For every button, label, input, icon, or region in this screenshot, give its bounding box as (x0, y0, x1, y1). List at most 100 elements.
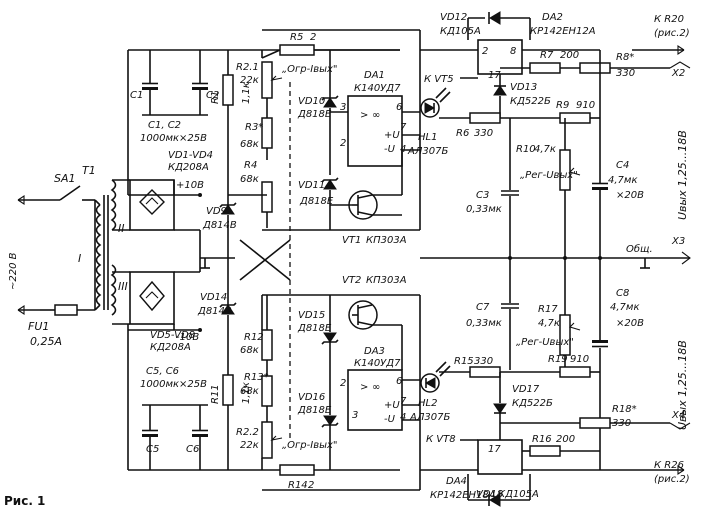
transformer-t1: T1 I II III (78, 164, 128, 316)
figure-caption: Рис. 1 (4, 494, 45, 508)
label-da2: DA2 (542, 12, 563, 23)
label-vd12: VD12 (440, 12, 467, 23)
label-reg-top: „Рег-Uвых" (520, 170, 578, 181)
label-r9-val: 910 (576, 100, 595, 111)
label-r22: R2.2 (236, 427, 259, 438)
label-r9: R9 (556, 100, 569, 111)
label-r22-val: 22к (240, 440, 259, 451)
label-c7-val: 0,33мк (466, 318, 502, 329)
svg-text:>: > (360, 382, 368, 393)
label-da2-t: КР142ЕН12А (530, 26, 596, 37)
label-vd15-t: Д818Е (297, 323, 332, 334)
label-uout-top: Uвых 1,25...18В (676, 130, 689, 220)
label-pin2: 2 (482, 46, 488, 57)
label-kd208a-bot: КД208А (150, 342, 191, 353)
label-vd17: VD17 (512, 384, 540, 395)
label-r11-val: 1,1к (241, 382, 252, 404)
label-r10-val: 4,7к (534, 144, 556, 155)
label-vd18-t: КД105А (498, 489, 539, 500)
label-r1-val: 1,1к (241, 82, 252, 104)
label-pin17: 17 (488, 444, 501, 455)
label-vt2: VT2 (342, 275, 361, 286)
label-ogr-top: „Огр-Iвых" (282, 64, 338, 75)
label-c1c2: C1, C2 (148, 120, 181, 131)
label-r4-val: 68к (240, 174, 259, 185)
label-vd5-vd8: VD5-VD8 (150, 330, 195, 341)
label-da3-t: К140УД7 (354, 358, 401, 369)
label-vd16-t: Д818Е (297, 405, 332, 416)
label-reg-bot: „Рег-Uвых" (516, 337, 574, 348)
label-r7: R7 (540, 50, 554, 61)
label-ris2: (рис.2) (654, 28, 690, 39)
switch-sa1: SA1 (54, 172, 95, 201)
label-vd12-t: КД105А (440, 26, 481, 37)
label-c5c6: C5, C6 (146, 366, 179, 377)
label-da1: DA1 (364, 70, 385, 81)
svg-text:∞: ∞ (372, 110, 380, 121)
label-da4: DA4 (446, 476, 467, 487)
label-r5: R5 (290, 32, 303, 43)
label-r15-val: 330 (474, 356, 493, 367)
bridge-vd5-vd8: VD5-VD8 КД208А (112, 271, 195, 353)
label-uout-bot: Uвых 1,25...18В (676, 340, 689, 430)
label-r5-val: 2 (310, 32, 316, 43)
label-winding-ii: II (118, 222, 125, 235)
label-c8: C8 (616, 288, 629, 299)
label-c5: C5 (146, 444, 159, 455)
label-x2: X2 (671, 68, 685, 79)
label-r18: R18* (612, 404, 637, 415)
label-r12: R12 (244, 332, 264, 343)
label-vt2-t: КП303А (366, 275, 407, 286)
label-r3: R3* (245, 122, 263, 133)
svg-text:+U: +U (384, 400, 400, 411)
label-k-vt8: К VT8 (426, 434, 456, 445)
label-pin8: 8 (510, 46, 516, 57)
label-r17: R17 (538, 304, 558, 315)
svg-text:-U: -U (384, 414, 396, 425)
label-winding-i: I (78, 252, 81, 265)
label-vd13-t: КД522Б (510, 96, 551, 107)
label-obsh: Общ. (626, 243, 653, 255)
label-da4-t: КР142ЕН18А (430, 490, 496, 501)
label-vd11-t: Д818Е (299, 196, 334, 207)
svg-text:>: > (360, 110, 368, 121)
bridge-vd1-vd4: VD1-VD4 КД208А (112, 150, 213, 231)
label-r19-val: 910 (570, 354, 589, 365)
label-k-r20: К R20 (654, 14, 684, 25)
label-vd16: VD16 (298, 392, 325, 403)
label-vd11: VD11 (298, 180, 325, 191)
label-k-vt5: К VT5 (424, 74, 454, 85)
zener-vd14: VD14 Д814В (197, 258, 237, 330)
label-vd9: VD9 (206, 206, 227, 217)
label-c5c6-val: 1000мк×25В (140, 379, 207, 390)
label-pin2: 2 (340, 138, 346, 149)
capacitors-c1-c2: C1 C2 C1, C2 1000мк×25В (130, 50, 219, 144)
svg-text:-U: -U (384, 144, 396, 155)
label-vd1-vd4: VD1-VD4 (168, 150, 213, 161)
label-c2: C2 (206, 90, 219, 101)
label-r17-val: 4,7к (538, 318, 560, 329)
label-c8-val: 4,7мк (610, 302, 640, 313)
label-c3-val: 0,33мк (466, 204, 502, 215)
capacitors-c5-c6: C5 C6 C5, C6 1000мк×25В (140, 366, 209, 470)
label-vd14-t: Д814В (197, 306, 232, 317)
label-vt1-t: КП303А (366, 235, 407, 246)
label-r13: R13* (244, 372, 269, 383)
label-pin6: 6 (396, 376, 402, 387)
svg-text:∞: ∞ (372, 382, 380, 393)
common-output-x3: Общ. X3 (420, 236, 691, 269)
label-vd15: VD15 (298, 310, 325, 321)
label-vd10: VD10 (298, 96, 325, 107)
label-r3-val: 68к (240, 139, 259, 150)
label-ris2: (рис.2) (654, 474, 690, 485)
label-c3: C3 (476, 190, 489, 201)
label-c6: C6 (186, 444, 199, 455)
label-pin3: 3 (340, 102, 346, 113)
label-x3: X3 (671, 236, 685, 247)
label-r12-val: 68к (240, 345, 259, 356)
label-r10: R10 (516, 144, 536, 155)
fuse-fu1: FU1 0,25А (28, 200, 96, 348)
